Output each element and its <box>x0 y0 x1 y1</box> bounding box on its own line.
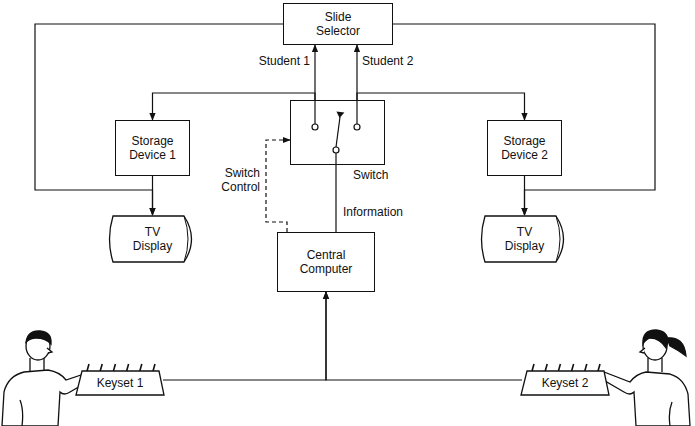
signal-line <box>163 292 326 380</box>
signal-label: Information <box>342 205 404 219</box>
keyset: Keyset 1 <box>75 362 165 396</box>
signal-label: Student 1 <box>258 54 311 68</box>
node-label: TV Display <box>499 225 551 254</box>
node-label: Central Computer <box>293 248 359 277</box>
signal-label: Student 2 <box>361 54 414 68</box>
switch-label: Switch <box>353 168 388 182</box>
tv-display: TV Display <box>105 215 200 263</box>
keyset: Keyset 2 <box>520 362 610 396</box>
node-label: Keyset 2 <box>542 376 589 390</box>
switch-box: Switch <box>290 100 385 165</box>
signal-line <box>326 292 522 380</box>
signal-line <box>35 24 283 215</box>
node-label: Slide Selector <box>306 10 370 39</box>
signal-label: Switch Control <box>209 166 261 195</box>
female-student <box>600 330 690 426</box>
central-computer-box: Central Computer <box>277 232 375 292</box>
slide-selector-box: Slide Selector <box>283 3 393 45</box>
control-line <box>266 140 290 232</box>
storage-device-box: Storage Device 2 <box>487 120 562 176</box>
storage-device-box: Storage Device 1 <box>115 120 190 176</box>
node-label: TV Display <box>127 225 179 254</box>
node-label: Storage Device 2 <box>501 134 549 163</box>
tv-display: TV Display <box>477 215 572 263</box>
signal-line <box>314 45 315 100</box>
node-label: Keyset 1 <box>97 376 144 390</box>
signal-line <box>335 165 336 232</box>
signal-line <box>393 24 655 215</box>
signal-line <box>524 176 525 215</box>
switch-contacts <box>312 100 360 165</box>
signal-line <box>357 93 525 120</box>
node-label: Storage Device 1 <box>129 134 177 163</box>
signal-line <box>152 176 153 215</box>
signal-line <box>356 45 357 100</box>
